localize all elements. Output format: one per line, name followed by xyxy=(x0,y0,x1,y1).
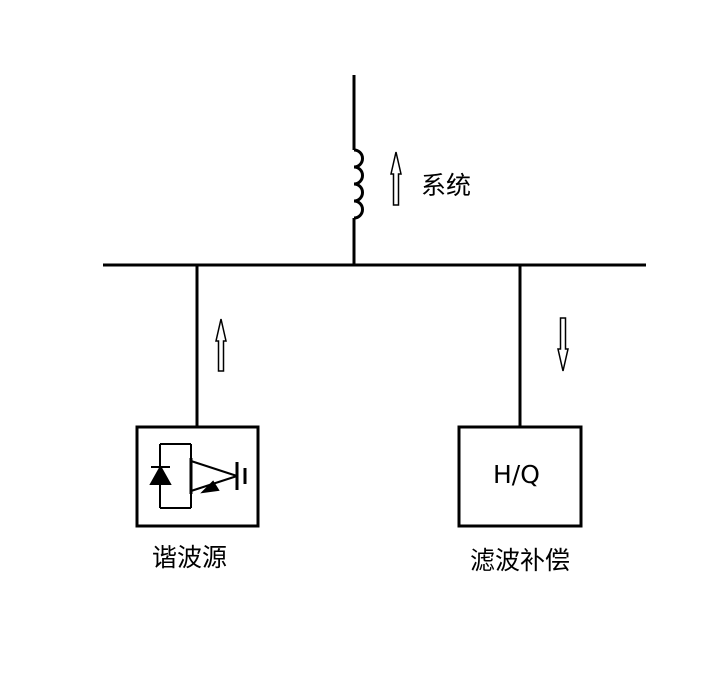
filter-box xyxy=(457,425,583,528)
igbt-diode-icon xyxy=(149,443,247,509)
filter-compensation-label: 滤波补偿 xyxy=(470,546,571,575)
harmonic-source-box xyxy=(135,425,260,528)
filter-flow-arrow-down-icon xyxy=(557,317,569,372)
system-flow-arrow-up-icon xyxy=(390,151,402,206)
harmonic-source-label: 谐波源 xyxy=(152,543,228,572)
inductor-icon xyxy=(353,148,364,220)
source-flow-arrow-up-icon xyxy=(215,318,227,372)
filter-box-label: H/Q xyxy=(493,460,540,489)
system-label: 系统 xyxy=(421,171,472,200)
system-feeder xyxy=(352,75,364,265)
